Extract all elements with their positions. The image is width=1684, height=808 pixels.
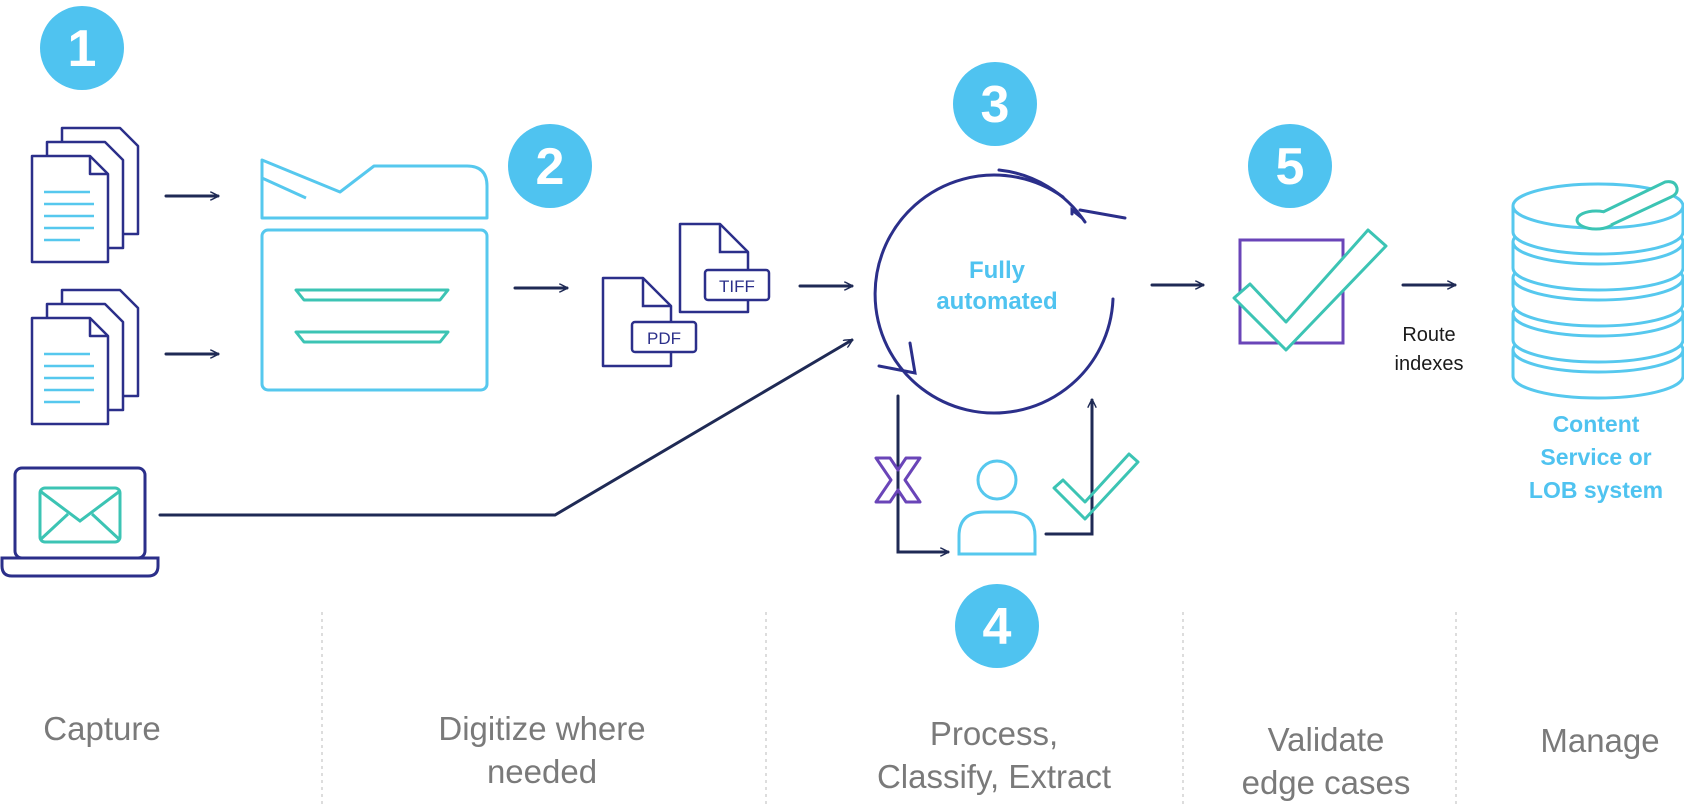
step-number-5: 5: [1276, 138, 1305, 196]
arrow-exception-to-human: [896, 394, 950, 552]
laptop-email-icon: [0, 466, 160, 578]
arrow-email-to-process: [158, 338, 852, 517]
database-icon: [1511, 180, 1684, 400]
pdf-file-icon: PDF: [601, 276, 698, 368]
stage-label-manage: Manage: [1540, 722, 1659, 759]
reject-x-icon: [874, 456, 922, 504]
step-number-3: 3: [981, 76, 1010, 134]
document-stack-icon-top: [30, 126, 140, 264]
step-badge-2: 2: [508, 124, 592, 208]
step-badge-5: 5: [1248, 124, 1332, 208]
envelope-icon: [38, 486, 122, 544]
stage-label-capture: Capture: [43, 710, 160, 747]
step-number-2: 2: [536, 138, 565, 196]
process-center-label-line2: automated: [936, 288, 1057, 315]
human-reviewer-icon: [957, 459, 1037, 556]
tiff-label: TIFF: [719, 277, 755, 296]
step-badge-4: 4: [955, 584, 1039, 668]
route-label-line2: indexes: [1395, 353, 1464, 375]
stage-label-process-line1: Process,: [930, 715, 1058, 752]
scanner-icon: [260, 158, 489, 392]
stage-label-validate-line2: edge cases: [1242, 764, 1411, 801]
stage-label-process-line2: Classify, Extract: [877, 758, 1111, 795]
approve-check-icon: [1052, 452, 1140, 521]
step-number-4: 4: [983, 598, 1012, 656]
step-badge-1: 1: [40, 6, 124, 90]
tiff-file-icon: TIFF: [678, 222, 771, 314]
destination-label-line2: Service or: [1540, 444, 1651, 470]
stage-label-validate-line1: Validate: [1268, 721, 1385, 758]
route-label-line1: Route: [1402, 324, 1455, 346]
arrow-human-to-process: [1044, 398, 1092, 536]
pdf-label: PDF: [647, 329, 681, 348]
destination-label-line1: Content: [1553, 411, 1640, 437]
destination-label-line3: LOB system: [1529, 477, 1663, 503]
stage-label-digitize-line2: needed: [487, 753, 597, 790]
stage-label-digitize-line1: Digitize where: [438, 710, 645, 747]
process-cycle-icon: [873, 168, 1127, 415]
step-badge-3: 3: [953, 62, 1037, 146]
process-center-label-line1: Fully: [969, 257, 1026, 284]
validate-checkbox-icon: [1232, 228, 1388, 352]
step-number-1: 1: [68, 20, 97, 78]
document-stack-icon-bottom: [30, 288, 140, 426]
